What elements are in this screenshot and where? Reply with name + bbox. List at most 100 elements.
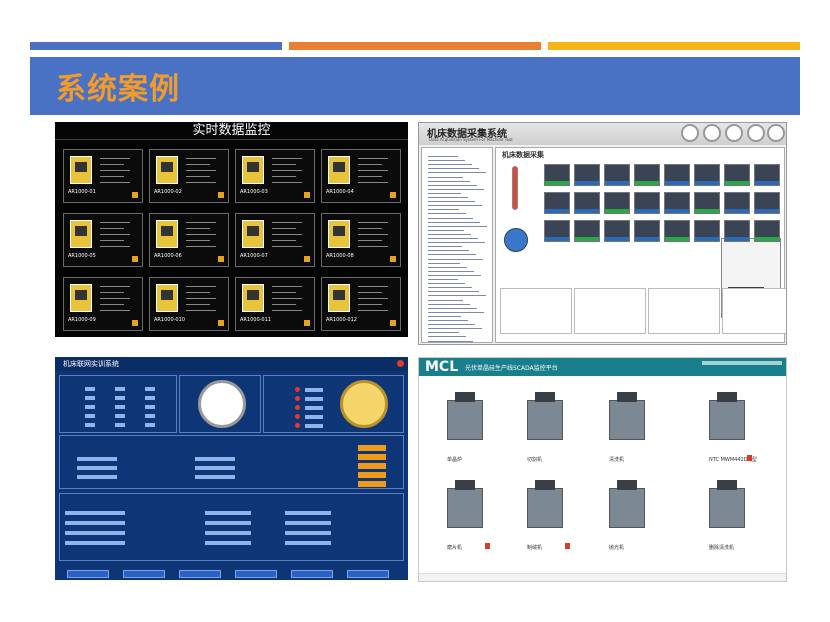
tree-item[interactable]	[428, 291, 479, 293]
machine-card[interactable]: AR1000-012	[321, 277, 401, 331]
machine-thumbnail[interactable]	[694, 220, 720, 242]
tree-item[interactable]	[428, 250, 469, 252]
nav-button[interactable]	[235, 570, 277, 578]
tree-item[interactable]	[428, 201, 475, 203]
machine-card[interactable]: AR1000-010	[149, 277, 229, 331]
machine-thumbnail[interactable]	[634, 192, 660, 214]
machine-thumbnail[interactable]	[604, 220, 630, 242]
tree-item[interactable]	[428, 295, 486, 297]
nav-button[interactable]	[123, 570, 165, 578]
action-button[interactable]	[358, 445, 386, 451]
tree-item[interactable]	[428, 254, 476, 256]
machine-image[interactable]	[599, 478, 655, 534]
machine-image[interactable]	[599, 390, 655, 446]
machine-card[interactable]: AR1000-011	[235, 277, 315, 331]
machine-image[interactable]	[699, 478, 755, 534]
nav-button[interactable]	[291, 570, 333, 578]
tree-item[interactable]	[428, 258, 483, 260]
machine-card[interactable]: AR1000-08	[321, 213, 401, 267]
machine-thumbnail[interactable]	[574, 192, 600, 214]
tree-item[interactable]	[428, 303, 470, 305]
tree-item[interactable]	[428, 311, 484, 313]
tree-item[interactable]	[428, 205, 482, 207]
tree-item[interactable]	[428, 242, 485, 244]
tree-item[interactable]	[428, 197, 468, 198]
machine-thumbnail[interactable]	[664, 192, 690, 214]
tree-item[interactable]	[428, 262, 460, 264]
tree-item[interactable]	[428, 180, 470, 182]
machine-card[interactable]: AR1000-03	[235, 149, 315, 203]
nav-button[interactable]	[347, 570, 389, 578]
tree-item[interactable]	[428, 315, 461, 317]
machine-thumbnail[interactable]	[694, 164, 720, 186]
machine-thumbnail[interactable]	[694, 192, 720, 214]
machine-thumbnail[interactable]	[634, 220, 660, 242]
machine-thumbnail[interactable]	[604, 164, 630, 186]
tree-item[interactable]	[428, 283, 465, 285]
tree-item[interactable]	[428, 225, 487, 227]
tree-item[interactable]	[428, 270, 474, 272]
machine-card[interactable]: AR1000-04	[321, 149, 401, 203]
tree-item[interactable]	[428, 209, 459, 211]
tree-item[interactable]	[428, 324, 475, 326]
tree-item[interactable]	[428, 274, 481, 276]
machine-card[interactable]: AR1000-02	[149, 149, 229, 203]
machine-image[interactable]	[517, 478, 573, 534]
machine-thumbnail[interactable]	[754, 164, 780, 186]
action-button[interactable]	[358, 454, 386, 460]
tree-item[interactable]	[428, 229, 464, 231]
machine-thumbnail[interactable]	[574, 220, 600, 242]
tree-item[interactable]	[428, 188, 484, 190]
machine-thumbnail[interactable]	[604, 192, 630, 214]
machine-thumbnail[interactable]	[754, 220, 780, 242]
machine-thumbnail[interactable]	[724, 192, 750, 214]
machine-thumbnail[interactable]	[544, 192, 570, 214]
nav-button[interactable]	[179, 570, 221, 578]
machine-thumbnail[interactable]	[664, 220, 690, 242]
tree-item[interactable]	[428, 246, 462, 248]
action-button[interactable]	[358, 481, 386, 487]
machine-thumbnail[interactable]	[724, 220, 750, 242]
machine-thumbnail[interactable]	[544, 220, 570, 242]
machine-image[interactable]	[517, 390, 573, 446]
tree-item[interactable]	[428, 307, 477, 309]
tree-item[interactable]	[428, 340, 473, 342]
machine-thumbnail[interactable]	[664, 164, 690, 186]
close-icon[interactable]	[397, 360, 404, 367]
tree-item[interactable]	[428, 336, 466, 338]
tree-item[interactable]	[428, 164, 472, 166]
machine-card[interactable]: AR1000-07	[235, 213, 315, 267]
machine-thumbnail[interactable]	[574, 164, 600, 186]
machine-image[interactable]	[699, 390, 755, 446]
tree-item[interactable]	[428, 328, 482, 330]
machine-card[interactable]: AR1000-05	[63, 213, 143, 267]
machine-image[interactable]	[437, 478, 493, 534]
tree-item[interactable]	[428, 287, 472, 289]
tree-item[interactable]	[428, 184, 477, 186]
machine-card[interactable]: AR1000-06	[149, 213, 229, 267]
tree-item[interactable]	[428, 238, 478, 239]
tree-item[interactable]	[428, 168, 479, 170]
machine-card[interactable]: AR1000-09	[63, 277, 143, 331]
action-button[interactable]	[358, 472, 386, 478]
machine-thumbnail[interactable]	[634, 164, 660, 186]
tree-item[interactable]	[428, 192, 461, 194]
tree-item[interactable]	[428, 160, 465, 162]
tree-item[interactable]	[428, 320, 468, 321]
machine-thumbnail[interactable]	[724, 164, 750, 186]
nav-button[interactable]	[67, 570, 109, 578]
tree-item[interactable]	[428, 176, 463, 178]
machine-card[interactable]: AR1000-01	[63, 149, 143, 203]
tree-item[interactable]	[428, 266, 467, 268]
tree-item[interactable]	[428, 172, 486, 174]
tree-item[interactable]	[428, 221, 480, 223]
tree-item[interactable]	[428, 332, 459, 334]
tree-item[interactable]	[428, 217, 473, 219]
tree-item[interactable]	[428, 299, 463, 301]
action-button[interactable]	[358, 463, 386, 469]
machine-image[interactable]	[437, 390, 493, 446]
tree-item[interactable]	[428, 213, 466, 215]
tree-item[interactable]	[428, 279, 458, 280]
machine-thumbnail[interactable]	[544, 164, 570, 186]
tree-item[interactable]	[428, 233, 471, 235]
